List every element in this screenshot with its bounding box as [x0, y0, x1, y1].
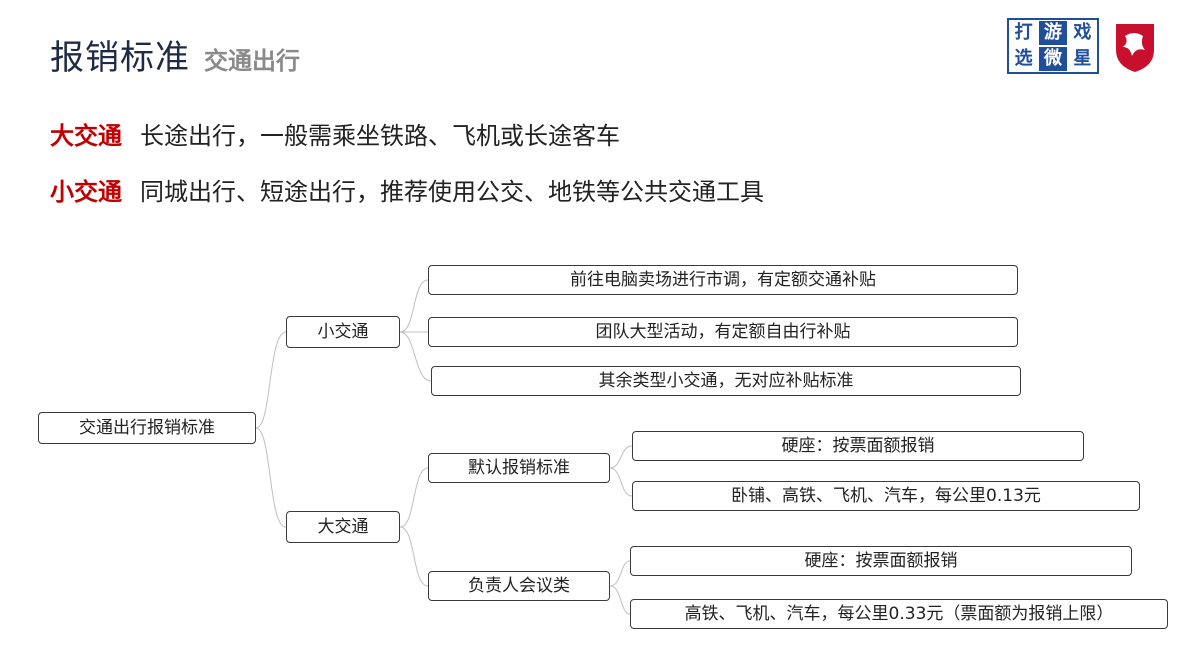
manager-meeting-node: 负责人会议类: [428, 571, 610, 601]
connector: [609, 445, 633, 469]
intro-big-label: 大交通: [50, 122, 122, 150]
big-traffic-node: 大交通: [286, 511, 400, 543]
page-header: 报销标准 交通出行: [50, 30, 300, 79]
logo-char: 戏: [1073, 22, 1092, 43]
game-logo: 打 游 戏 选 微 星: [1007, 18, 1099, 74]
manager-item-node: 高铁、飞机、汽车，每公里0.33元（票面额为报销上限）: [630, 599, 1168, 629]
intro-small-traffic: 小交通同城出行、短途出行，推荐使用公交、地铁等公共交通工具: [50, 172, 764, 207]
logo-char: 游: [1039, 21, 1067, 45]
connector: [399, 279, 429, 333]
connector: [255, 427, 287, 528]
default-item-node: 硬座：按票面额报销: [632, 431, 1084, 461]
page-subtitle: 交通出行: [204, 47, 300, 75]
root-node: 交通出行报销标准: [38, 412, 256, 444]
connector: [609, 585, 631, 615]
small-item-node: 团队大型活动，有定额自由行补贴: [428, 317, 1018, 347]
intro-small-label: 小交通: [50, 178, 122, 206]
connector: [609, 467, 633, 497]
manager-item-node: 硬座：按票面额报销: [630, 546, 1132, 576]
intro-small-text: 同城出行、短途出行，推荐使用公交、地铁等公共交通工具: [140, 178, 764, 206]
logo-char: 打: [1014, 22, 1033, 43]
connector: [255, 331, 287, 429]
logo-char: 微: [1039, 47, 1067, 71]
connector: [399, 467, 429, 528]
intro-big-traffic: 大交通长途出行，一般需乘坐铁路、飞机或长途客车: [50, 116, 620, 151]
connector: [399, 526, 429, 587]
small-item-node: 前往电脑卖场进行市调，有定额交通补贴: [428, 265, 1018, 295]
default-item-node: 卧铺、高铁、飞机、汽车，每公里0.13元: [632, 481, 1140, 511]
logo-char: 选: [1014, 48, 1033, 69]
logo-char: 星: [1073, 48, 1092, 69]
connector: [399, 331, 432, 382]
small-item-node: 其余类型小交通，无对应补贴标准: [431, 366, 1021, 396]
small-traffic-node: 小交通: [286, 316, 400, 348]
intro-big-text: 长途出行，一般需乘坐铁路、飞机或长途客车: [140, 122, 620, 150]
dragon-shield-logo-icon: [1116, 24, 1154, 72]
page-title: 报销标准: [50, 38, 190, 78]
default-standard-node: 默认报销标准: [428, 453, 610, 483]
connector: [609, 560, 631, 587]
